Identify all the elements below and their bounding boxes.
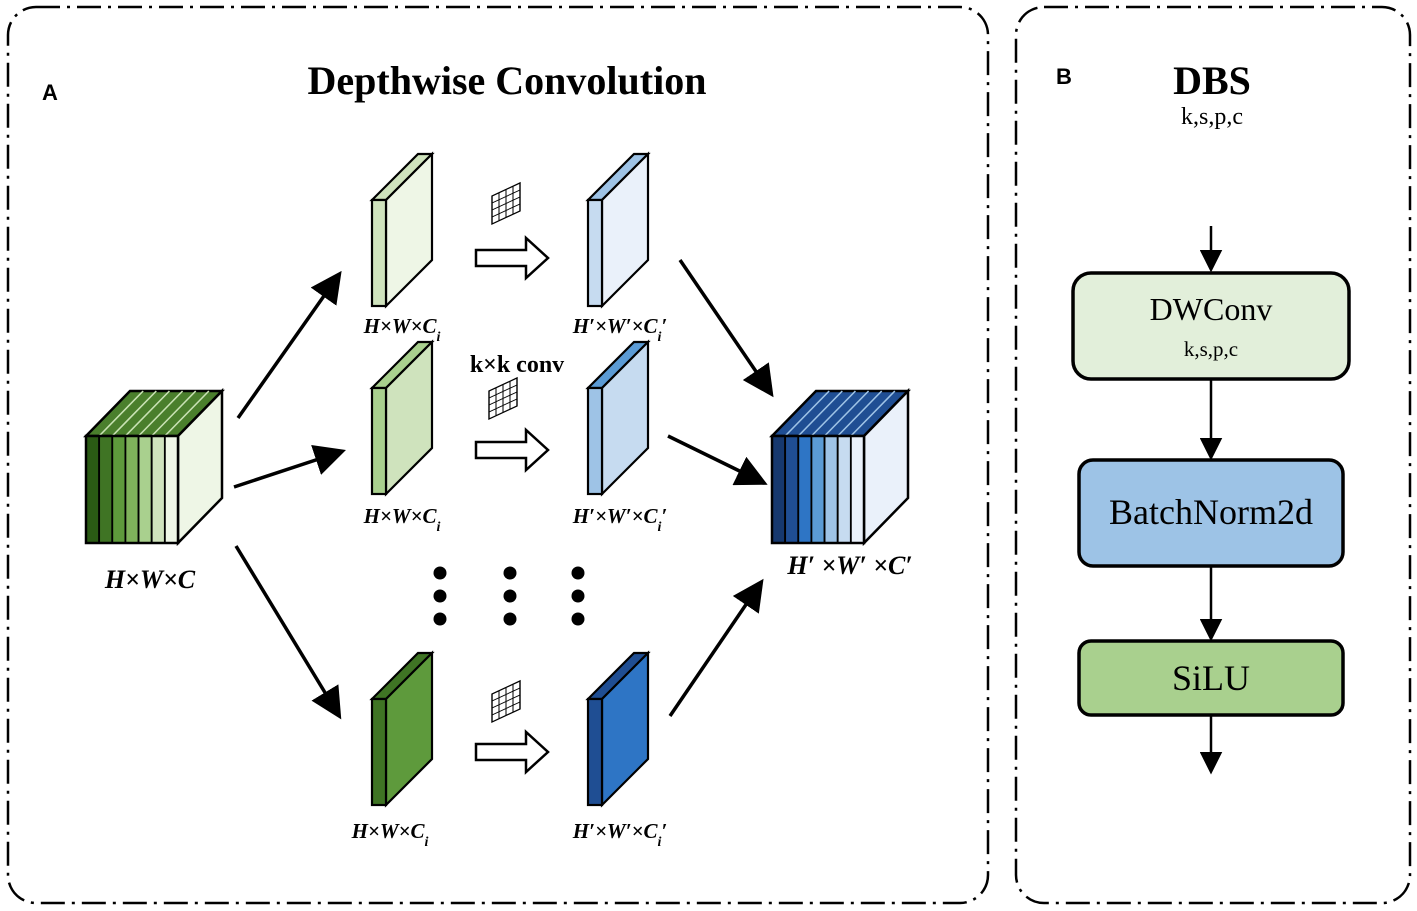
channel-stripe-top — [164, 390, 210, 437]
ellipsis-dots — [433, 566, 585, 626]
arrow-slice-n-to-output — [668, 578, 764, 717]
channel-stripe — [124, 435, 140, 544]
output-tensor-label: H′ ×W′ ×C′ — [786, 551, 912, 580]
output-slice-n-label: H′×W′×Ci′ — [572, 819, 668, 850]
input-slice-2 — [369, 339, 435, 497]
channel-stripe-top — [810, 390, 857, 437]
kernel-grid-icon — [491, 182, 521, 225]
channel-stripe — [150, 435, 166, 544]
input-slice-1 — [369, 151, 435, 309]
channel-stripe — [111, 435, 127, 544]
dwconv-params: k,s,p,c — [1184, 337, 1238, 361]
channel-stripe-top — [837, 390, 883, 437]
channel-stripe-top — [823, 390, 870, 437]
input-tensor-label: H×W×C — [104, 565, 196, 594]
channel-stripe-top — [151, 390, 197, 437]
input-slice-n — [369, 650, 435, 808]
batchnorm-label: BatchNorm2d — [1109, 492, 1313, 532]
channel-stripe-top — [850, 390, 896, 437]
arrow-slice-1-to-output — [678, 259, 774, 398]
panel-b-frame — [1014, 5, 1412, 905]
output-slice-2 — [585, 339, 651, 497]
input-slice-2-label: H×W×Ci — [363, 504, 441, 535]
channel-stripe — [85, 435, 101, 544]
kernel-grid-icon — [488, 377, 518, 420]
kernel-label: k×k conv — [470, 352, 564, 378]
output-tensor — [769, 387, 911, 547]
channel-stripe-top — [784, 390, 830, 437]
silu-label: SiLU — [1172, 658, 1250, 698]
channel-stripe-top — [111, 390, 157, 437]
channel-stripe — [163, 435, 179, 544]
panel-b-params: k,s,p,c — [1181, 104, 1243, 130]
output-slice-1 — [585, 151, 651, 309]
channel-stripe — [836, 435, 852, 544]
output-front-stripes — [771, 435, 865, 544]
arrow-slice-2-to-output — [667, 434, 768, 486]
input-tensor — [83, 387, 225, 547]
panel-a-title: Depthwise Convolution — [308, 58, 707, 103]
channel-stripe — [771, 435, 787, 544]
batchnorm-block: BatchNorm2d — [1077, 458, 1345, 568]
input-slice-1-label: H×W×Ci — [363, 314, 441, 345]
hollow-arrow-icon — [474, 730, 550, 774]
dwconv-label: DWConv — [1150, 291, 1273, 327]
panel-a-frame — [6, 5, 990, 905]
input-slice-n-label: H×W×Ci — [351, 819, 429, 850]
channel-stripe — [137, 435, 153, 544]
channel-stripe — [98, 435, 114, 544]
arrow-input-to-slice-1 — [236, 270, 342, 420]
panel-b-letter: B — [1056, 64, 1072, 89]
channel-stripe-top — [797, 390, 843, 437]
channel-stripe — [797, 435, 813, 544]
hollow-arrow-icon — [474, 428, 550, 472]
flow-arrows — [233, 259, 774, 720]
output-slice-1-label: H′×W′×Ci′ — [572, 314, 668, 345]
channel-stripe — [810, 435, 826, 544]
channel-stripe-top — [98, 390, 144, 437]
input-top-stripes — [98, 390, 210, 437]
dwconv-block: DWConv k,s,p,c — [1071, 271, 1351, 381]
panel-a-letter: A — [42, 80, 58, 105]
hollow-arrow-icon — [474, 236, 550, 280]
channel-stripe — [823, 435, 839, 544]
arrow-input-to-slice-2 — [233, 444, 346, 489]
channel-stripe — [784, 435, 800, 544]
output-slice-n — [585, 650, 651, 808]
channel-stripe — [849, 435, 865, 544]
arrow-input-to-slice-n — [234, 545, 342, 720]
channel-stripe-top — [137, 390, 184, 437]
channel-stripe-top — [124, 390, 171, 437]
panel-b-title: DBS — [1173, 58, 1251, 103]
output-slice-2-label: H′×W′×Ci′ — [572, 504, 668, 535]
kernel-grid-icon — [491, 680, 521, 723]
silu-block: SiLU — [1077, 639, 1345, 717]
input-front-stripes — [85, 435, 179, 544]
output-top-stripes — [784, 390, 896, 437]
